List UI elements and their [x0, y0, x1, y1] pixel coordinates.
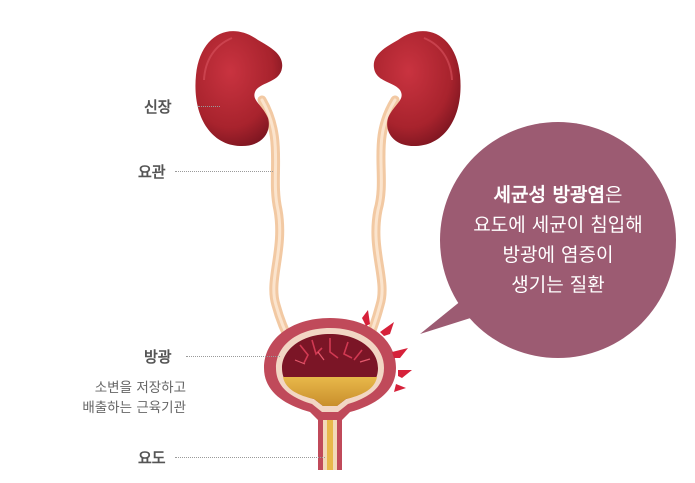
- kidney-right: [373, 31, 461, 147]
- callout-text: 세균성 방광염은 요도에 세균이 침입해 방광에 염증이 생기는 질환: [433, 180, 683, 300]
- urethra-leader: [175, 457, 325, 458]
- kidney-leader: [198, 106, 220, 107]
- ureter-leader: [175, 171, 273, 172]
- kidney-left: [195, 31, 283, 147]
- bladder-description-line1: 소변을 저장하고: [94, 380, 186, 396]
- callout-line4: 생기는 질환: [511, 274, 605, 296]
- kidney-label: 신장: [144, 98, 172, 116]
- callout-title-suffix: 은: [605, 184, 623, 206]
- callout-bubble: [420, 122, 676, 358]
- callout-title: 세균성 방광염은: [433, 180, 683, 210]
- urethra-label: 요도: [138, 449, 166, 467]
- bladder-leader: [186, 356, 280, 357]
- bladder: [264, 318, 396, 420]
- callout-title-bold: 세균성 방광염: [493, 184, 606, 206]
- callout-line2: 요도에 세균이 침입해: [473, 214, 643, 236]
- ureter-label: 요관: [138, 163, 166, 181]
- inflammation-marks: [362, 310, 412, 392]
- urethra: [318, 405, 342, 470]
- callout-line3: 방광에 염증이: [502, 244, 614, 266]
- bladder-label: 방광: [144, 348, 172, 366]
- ureter-right: [361, 95, 400, 350]
- ureter-left: [257, 95, 297, 350]
- bladder-description-line2: 배출하는 근육기관: [82, 400, 186, 416]
